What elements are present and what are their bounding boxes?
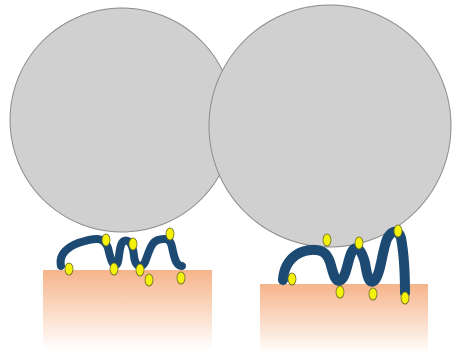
- binding-site: [369, 288, 377, 300]
- binding-site: [65, 263, 73, 275]
- binding-site: [336, 286, 344, 298]
- binding-site: [355, 237, 363, 249]
- binding-site: [177, 272, 185, 284]
- substrate-left: [43, 270, 212, 350]
- binding-site: [129, 238, 137, 250]
- sphere-left: [10, 8, 234, 232]
- binding-site: [136, 264, 144, 276]
- binding-site: [401, 292, 409, 304]
- binding-site: [102, 234, 110, 246]
- sphere-right: [209, 5, 451, 247]
- binding-site: [166, 228, 174, 240]
- polymer-chain-left: [61, 239, 182, 266]
- binding-site: [145, 274, 153, 286]
- binding-site: [110, 263, 118, 275]
- binding-site: [394, 225, 402, 237]
- binding-site: [323, 234, 331, 246]
- binding-site: [288, 273, 296, 285]
